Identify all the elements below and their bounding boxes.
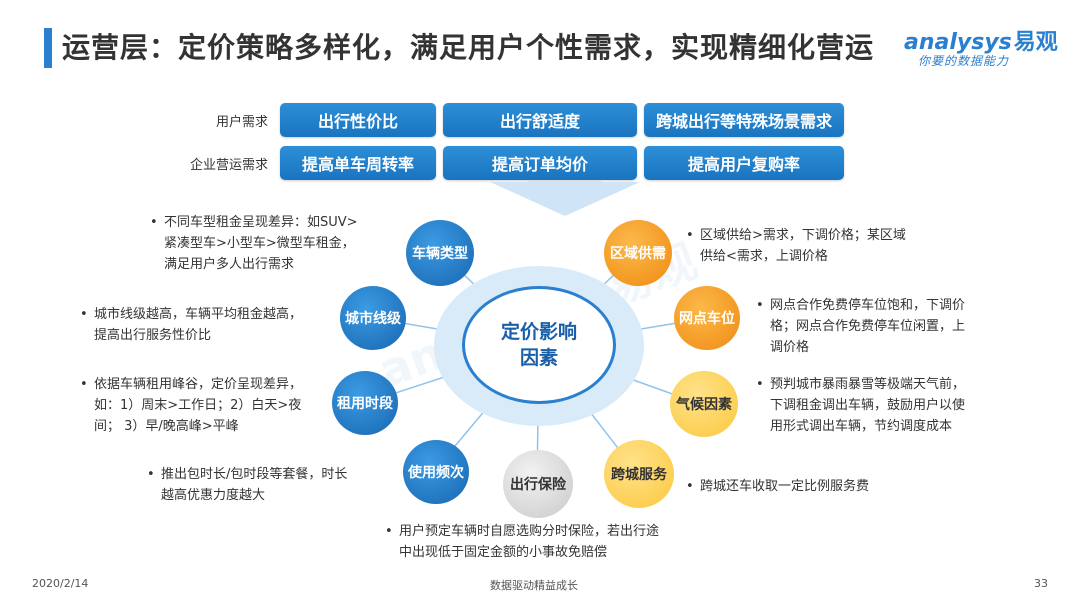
user-need-pill: 跨城出行等特殊场景需求 [644, 103, 844, 137]
node-regional-supply: 区域供需 [604, 220, 672, 286]
logo-slogan: 你要的数据能力 [918, 54, 1010, 68]
desc-outlet-parking: •网点合作免费停车位饱和，下调价 格；网点合作免费停车位闲置，上 调价格 [756, 298, 966, 355]
logo-brand: analysys易观 [904, 30, 1058, 55]
desc-usage-frequency: •推出包时长/包时段等套餐，时长 越高优惠力度越大 [147, 467, 348, 503]
biz-need-pill: 提高用户复购率 [644, 146, 844, 180]
node-weather: 气候因素 [670, 371, 738, 437]
footer-date: 2020/2/14 [32, 577, 89, 590]
page-title: 运营层：定价策略多样化，满足用户个性需求，实现精细化营运 [62, 31, 875, 64]
desc-cross-city: •跨城还车收取一定比例服务费 [686, 479, 870, 494]
desc-insurance: •用户预定车辆时自愿选购分时保险，若出行途 中出现低于固定金额的小事故免赔偿 [385, 524, 660, 560]
center-label: 定价影响 因素 [500, 321, 577, 369]
user-needs-label: 用户需求 [215, 115, 268, 130]
biz-needs-label: 企业营运需求 [189, 158, 268, 173]
biz-need-pill: 提高单车周转率 [280, 146, 436, 180]
desc-weather: •预判城市暴雨暴雪等极端天气前， 下调租金调出车辆，鼓励用户以使 用形式调出车辆… [756, 377, 966, 434]
down-arrow-icon [490, 182, 640, 216]
node-rental-period: 租用时段 [332, 371, 398, 435]
node-cross-city: 跨城服务 [604, 440, 674, 508]
desc-city-tier: •城市线级越高，车辆平均租金越高， 提高出行服务性价比 [80, 307, 303, 343]
node-insurance: 出行保险 [503, 450, 573, 518]
node-usage-frequency: 使用频次 [403, 440, 469, 504]
desc-regional-supply: •区域供给>需求，下调价格；某区域 供给<需求，上调价格 [686, 228, 906, 264]
node-vehicle-type: 车辆类型 [406, 220, 474, 286]
page-number: 33 [1034, 577, 1048, 590]
node-city-tier: 城市线级 [340, 286, 406, 350]
user-need-pill: 出行性价比 [280, 103, 436, 137]
biz-need-pill: 提高订单均价 [443, 146, 637, 180]
node-outlet-parking: 网点车位 [674, 286, 740, 350]
footer-slogan: 数据驱动精益成长 [490, 579, 578, 592]
center-circle: 定价影响 因素 [462, 286, 616, 404]
title-accent-bar [44, 28, 52, 68]
desc-rental-period: •依据车辆租用峰谷，定价呈现差异， 如：1）周末>工作日；2）白天>夜 间； 3… [80, 377, 303, 434]
analysys-logo: analysys易观 你要的数据能力 [904, 24, 1058, 70]
desc-vehicle-type: •不同车型租金呈现差异：如SUV> 紧凑型车>小型车>微型车租金， 满足用户多人… [150, 215, 358, 272]
user-need-pill: 出行舒适度 [443, 103, 637, 137]
